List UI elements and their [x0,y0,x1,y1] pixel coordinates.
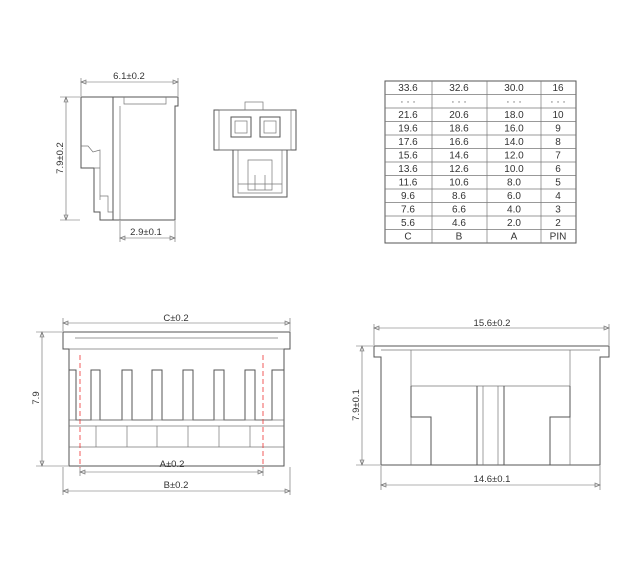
table-cell: 8.6 [452,191,466,202]
table-cell: 7 [555,151,561,162]
table-cell: 12.6 [449,164,469,175]
table-cell: 18.6 [449,124,469,135]
table-cell: 17.6 [398,137,418,148]
table-cell: 10.6 [449,178,469,189]
table-cell: 19.6 [398,124,418,135]
table-header-cell: A [511,232,518,243]
table-cell: 4.0 [507,205,521,216]
table-cell: 32.6 [449,83,469,94]
table-cell: 5 [555,178,561,189]
small-end-view [213,101,297,198]
table-header-cell: PIN [550,232,567,243]
front-a-label: A±0.2 [160,459,185,470]
table-cell: 6.0 [507,191,521,202]
table-cell: 8.0 [507,178,521,189]
front-view: C±0.2 A±0.2 B±0.2 7.9 [31,313,291,495]
table-cell: 12.0 [504,151,524,162]
table-cell: 14.0 [504,137,524,148]
side-height-label: 7.9±0.2 [55,142,66,174]
table-cell: · · · [506,97,522,108]
table-cell: 2.0 [507,218,521,229]
front-b-label: B±0.2 [164,480,189,491]
table-cell: 14.6 [449,151,469,162]
table-cell: 13.6 [398,164,418,175]
table-header-cell: C [404,232,411,243]
table-cell: 4.6 [452,218,466,229]
side-slot-label: 2.9±0.1 [130,227,162,238]
end-top-label: 15.6±0.2 [474,318,511,329]
table-cell: 18.0 [504,110,524,121]
table-cell: 11.6 [399,178,418,189]
table-cell: 33.6 [398,83,418,94]
table-cell: 10 [552,110,564,121]
table-cell: · · · [400,97,416,108]
table-cell: 8 [555,137,561,148]
end-height-label: 7.9±0.1 [351,389,362,421]
front-c-label: C±0.2 [163,313,188,324]
end-bottom-label: 14.6±0.1 [474,474,511,485]
side-width-label: 6.1±0.2 [113,71,145,82]
side-view: 6.1±0.2 7.9±0.2 2.9±0.1 [55,71,179,242]
table-cell: 5.6 [401,218,415,229]
table-cell: · · · [451,97,467,108]
table-cell: 16.0 [504,124,524,135]
table-cell: 30.0 [504,83,524,94]
table-cell: 7.6 [401,205,415,216]
table-cell: 9 [555,124,561,135]
table-cell: 10.0 [504,164,524,175]
table-cell: · · · [550,97,566,108]
table-cell: 2 [555,218,561,229]
table-cell: 20.6 [449,110,469,121]
table-cell: 6.6 [452,205,466,216]
table-header-cell: B [456,232,463,243]
table-cell: 6 [555,164,561,175]
table-cell: 4 [555,191,561,202]
table-cell: 9.6 [401,191,415,202]
table-cell: 3 [555,205,561,216]
dimension-table: 33.6 32.6 30.0 16 · · · · · · · · · · · · 21.6 20… [384,80,577,244]
table-cell: 21.6 [398,110,418,121]
end-view: 15.6±0.2 14.6±0.1 7.9±0.1 [351,318,610,490]
table-cell: 16 [552,83,564,94]
front-height-label: 7.9 [31,391,42,404]
table-cell: 16.6 [449,137,469,148]
table-cell: 15.6 [398,151,418,162]
